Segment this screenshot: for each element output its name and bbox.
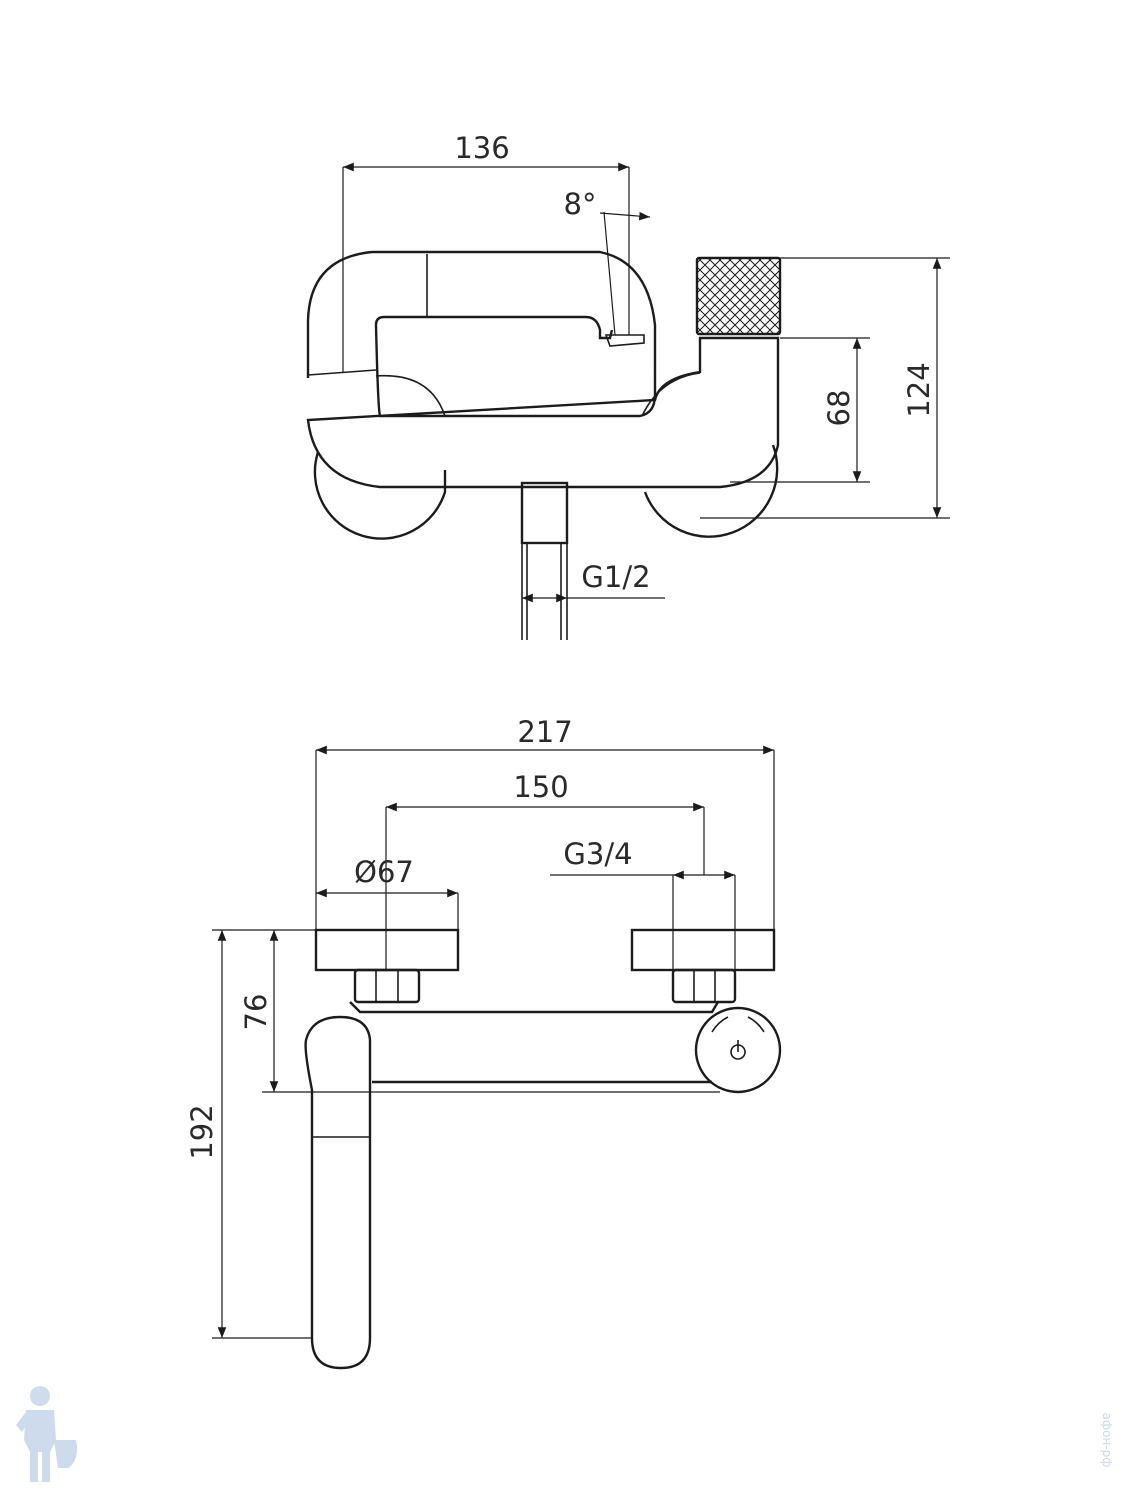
left-flange (314, 928, 460, 972)
right-flange (630, 928, 776, 972)
mixer-body-outline (306, 250, 780, 489)
inlet-pipe (520, 481, 569, 545)
dim-spout-reach-label: 192 (185, 1104, 219, 1159)
spout-top (304, 1015, 372, 1370)
body-joint-line-left (307, 369, 377, 376)
body-lower-curve-left (375, 374, 446, 417)
dim-outlet-thread-label: G3/4 (563, 837, 632, 871)
dim-width-label: 136 (454, 131, 509, 165)
body-lower-curve-right (641, 372, 701, 417)
spout-aerator (604, 334, 645, 347)
control-knob (694, 1006, 782, 1094)
dim-body-height-label: 68 (822, 390, 856, 427)
dim-angle-label: 8° (564, 187, 597, 221)
dim-centers-label: 150 (513, 770, 568, 804)
dim-total-width-label: 217 (517, 715, 572, 749)
knurled-handle (695, 256, 782, 336)
right-nut (671, 968, 737, 1004)
dim-total-height-label: 124 (902, 362, 936, 417)
side-view: 136 8° 68 124 G1/2 (306, 131, 950, 640)
mixer-body-top (349, 1001, 720, 1084)
dim-body-depth-label: 76 (239, 994, 273, 1031)
dim-flange-diameter-label: Ø67 (354, 855, 414, 889)
top-view: 217 150 Ø67 G3/4 76 192 (185, 715, 782, 1370)
watermark-site-text: афон-рф (1100, 1412, 1114, 1467)
left-eccentric (313, 451, 447, 540)
dim-inlet-thread-label: G1/2 (581, 560, 650, 594)
right-eccentric (643, 444, 779, 538)
left-nut (353, 968, 421, 1004)
watermark-logo (16, 1386, 77, 1482)
